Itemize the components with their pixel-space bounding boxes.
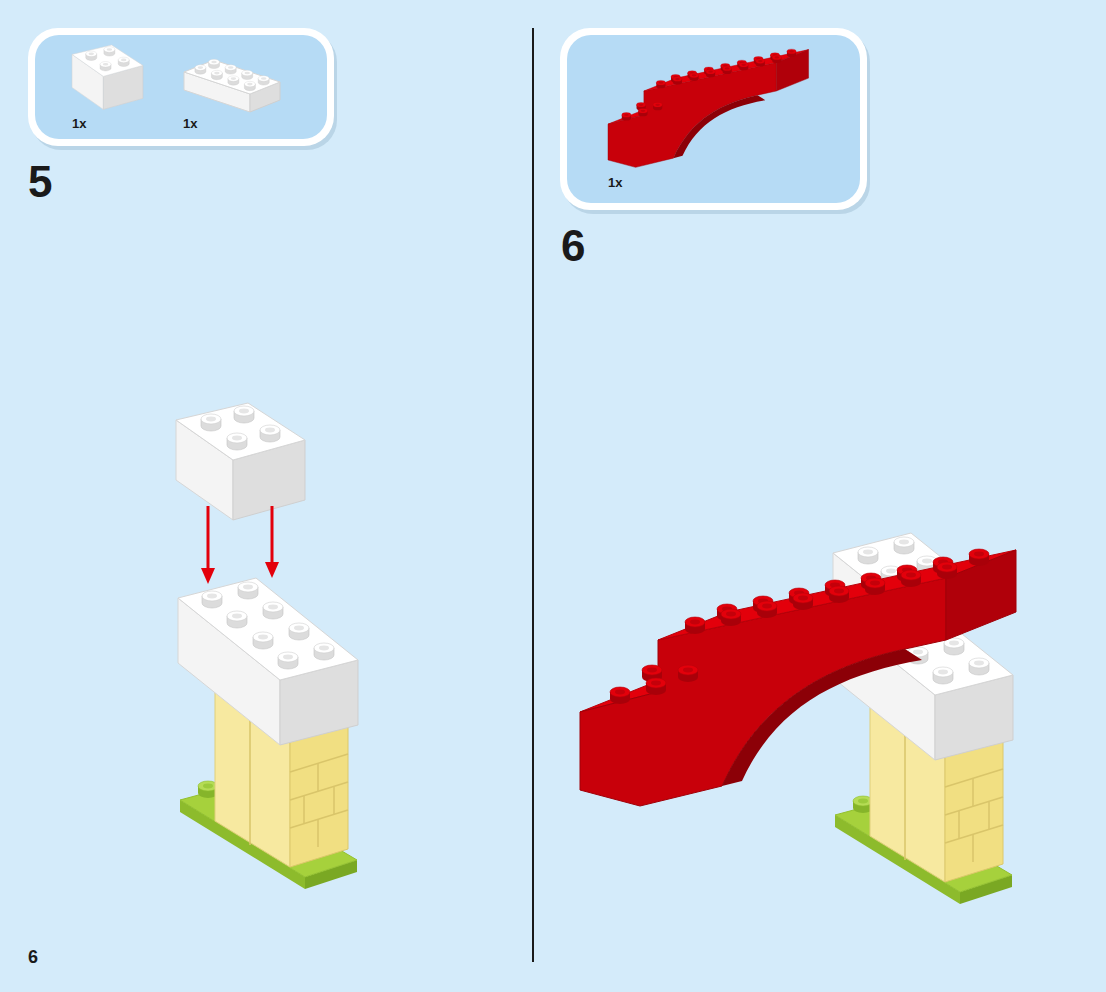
step-number: 6: [561, 224, 585, 268]
step-5-model: [176, 403, 358, 889]
parts-panel-frame: [28, 28, 870, 214]
brick-2x2-part: [72, 45, 143, 109]
brick-2x4-part: [184, 59, 280, 112]
step-divider: [532, 28, 534, 962]
part-quantity: 1x: [183, 117, 197, 130]
step-6-model: [580, 533, 1016, 904]
red-arch-part: [608, 49, 809, 167]
parts-panel: 1x: [560, 28, 867, 210]
part-quantity: 1x: [72, 117, 86, 130]
placement-arrow: [201, 506, 279, 584]
page-number: 6: [28, 948, 38, 966]
part-quantity: 1x: [608, 176, 622, 189]
parts-panel: 1x 1x: [28, 28, 334, 146]
step-number: 5: [28, 160, 52, 204]
